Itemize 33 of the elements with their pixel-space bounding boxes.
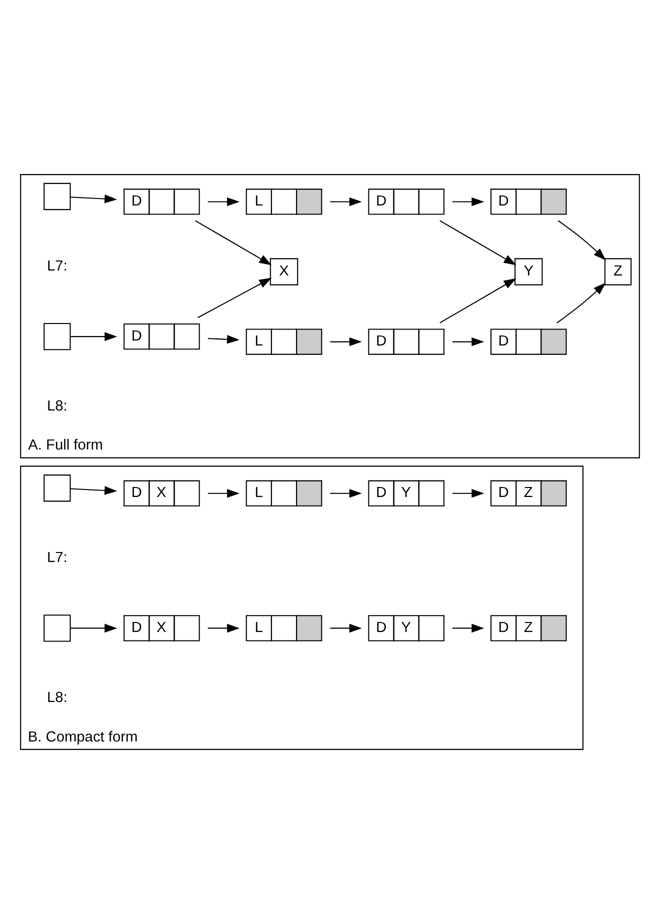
arrow <box>440 278 516 323</box>
arrow <box>452 336 484 346</box>
label: L8: <box>47 690 68 706</box>
arrow <box>330 336 362 346</box>
arrow <box>70 623 118 632</box>
arrow <box>330 196 362 206</box>
label: L7: <box>47 550 68 566</box>
label: L7: <box>47 258 68 274</box>
arrow <box>452 196 484 206</box>
arrow <box>195 220 272 265</box>
arrow <box>70 194 118 203</box>
arrow <box>208 196 240 206</box>
node-box: X <box>270 258 298 285</box>
arrow <box>558 220 606 260</box>
node-box <box>44 474 71 502</box>
arrow <box>330 623 362 632</box>
arrow <box>452 488 484 498</box>
arrow <box>208 488 240 498</box>
arrow <box>440 220 516 265</box>
arrow <box>208 623 240 632</box>
node-box: Y <box>514 258 543 285</box>
label: L8: <box>47 398 68 414</box>
node-box: Z <box>604 258 632 285</box>
node-box <box>44 182 71 210</box>
arrow <box>330 488 362 498</box>
arrow <box>198 277 272 318</box>
arrow <box>70 486 118 494</box>
arrow <box>70 332 118 340</box>
node-box <box>44 322 71 350</box>
arrow <box>452 623 484 632</box>
arrow <box>208 334 240 344</box>
node-box <box>44 614 71 642</box>
arrow <box>556 282 606 323</box>
